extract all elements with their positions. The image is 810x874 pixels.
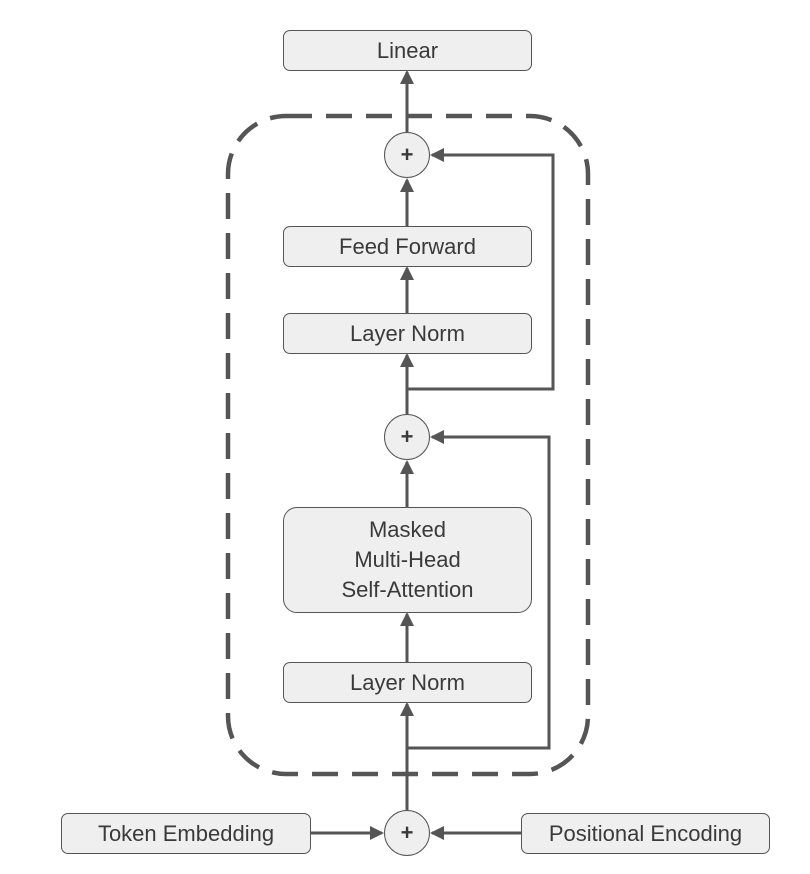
add-node-middle: + [384, 414, 430, 460]
add-symbol: + [400, 820, 414, 845]
feed-forward-box: Feed Forward [283, 226, 532, 267]
add-node-bottom: + [384, 810, 430, 856]
add-node-top: + [384, 132, 430, 178]
layer-norm-bottom-box: Layer Norm [283, 662, 532, 703]
add-symbol: + [400, 424, 414, 449]
residual-connection-ff [407, 148, 555, 391]
attention-label-line-3: Self-Attention [341, 577, 474, 602]
attention-label-line-2: Multi-Head [354, 547, 461, 572]
layer-norm-top-box: Layer Norm [283, 313, 532, 354]
token-embedding-box: Token Embedding [61, 813, 311, 854]
attention-label-line-1: Masked [368, 517, 447, 542]
residual-connection-attn [407, 430, 551, 750]
add-symbol: + [400, 142, 414, 167]
masked-multi-head-self-attention-box: Masked Multi-Head Self-Attention [283, 507, 532, 613]
linear-box: Linear [283, 30, 532, 71]
positional-encoding-box: Positional Encoding [521, 813, 770, 854]
